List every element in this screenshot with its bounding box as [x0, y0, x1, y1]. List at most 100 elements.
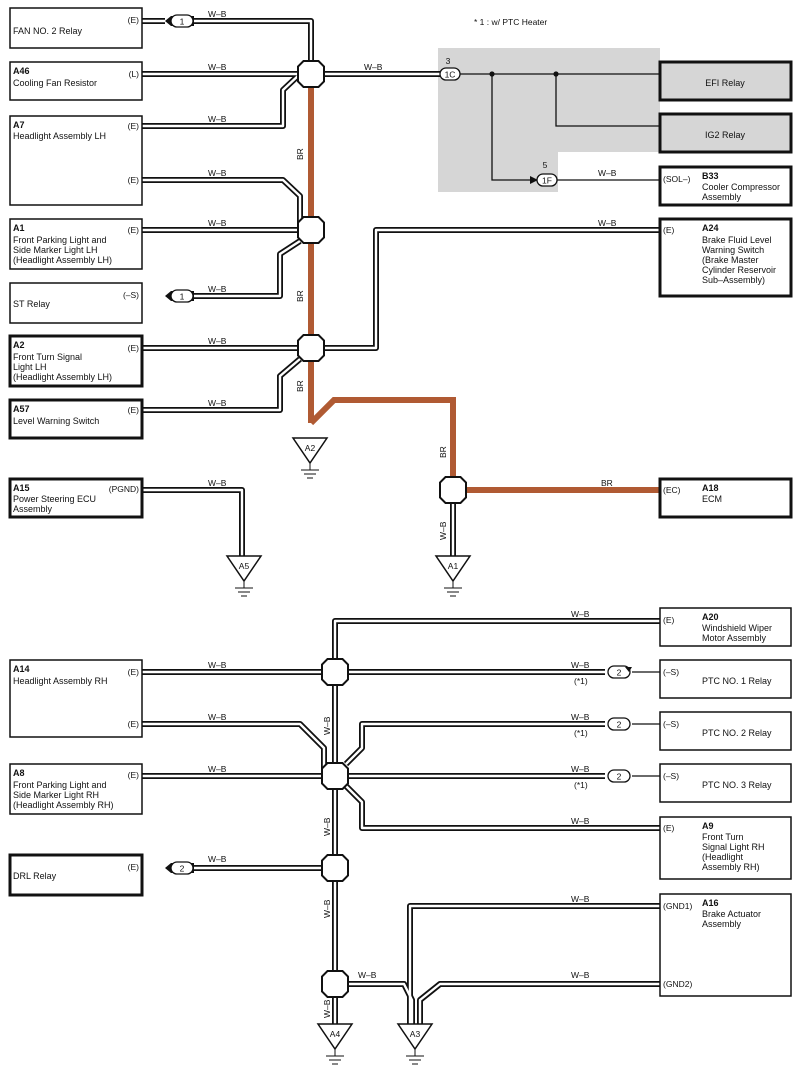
component-a20: (E) A20 Windshield Wiper Motor Assembly: [659, 607, 792, 647]
component-ptc2-relay: (–S) PTC NO. 2 Relay: [659, 711, 792, 751]
svg-text:Cooler Compressor: Cooler Compressor: [702, 182, 780, 192]
svg-text:PTC NO. 2 Relay: PTC NO. 2 Relay: [702, 728, 772, 738]
svg-text:Front Turn: Front Turn: [702, 832, 744, 842]
component-ptc1-relay: (–S) PTC NO. 1 Relay: [659, 659, 792, 699]
svg-text:Headlight Assembly LH: Headlight Assembly LH: [13, 131, 106, 141]
svg-text:(E): (E): [663, 225, 675, 235]
component-st-relay: ST Relay (–S): [9, 282, 143, 324]
svg-text:W–B: W–B: [208, 764, 227, 774]
svg-text:A2: A2: [13, 340, 25, 350]
svg-text:BR: BR: [295, 290, 305, 302]
svg-text:A18: A18: [702, 483, 719, 493]
svg-text:(PGND): (PGND): [109, 484, 139, 494]
svg-text:W–B: W–B: [208, 114, 227, 124]
svg-text:(E): (E): [128, 719, 140, 729]
svg-text:Motor Assembly: Motor Assembly: [702, 633, 767, 643]
splice-dot: [553, 71, 559, 77]
svg-text:Assembly: Assembly: [13, 504, 53, 514]
junction-node: [297, 60, 325, 88]
svg-text:BR: BR: [601, 478, 613, 488]
svg-text:1: 1: [180, 292, 185, 302]
wire-labels: W–B W–B W–B W–B W–B W–B W–B W–B W–B W–B …: [208, 9, 617, 1018]
svg-text:2: 2: [617, 720, 622, 730]
svg-text:(E): (E): [663, 615, 675, 625]
svg-text:W–B: W–B: [571, 894, 590, 904]
svg-text:(Headlight Assembly RH): (Headlight Assembly RH): [13, 800, 114, 810]
svg-text:(Headlight Assembly LH): (Headlight Assembly LH): [13, 255, 112, 265]
relay-block-shade: [438, 48, 660, 192]
svg-text:(L): (L): [129, 69, 140, 79]
svg-text:EFI Relay: EFI Relay: [705, 78, 745, 88]
svg-text:A3: A3: [410, 1029, 421, 1039]
svg-text:Front Turn Signal: Front Turn Signal: [13, 352, 82, 362]
svg-text:W–B: W–B: [571, 970, 590, 980]
svg-text:W–B: W–B: [322, 999, 332, 1018]
svg-text:Assembly: Assembly: [702, 919, 742, 929]
component-a9: (E) A9 Front Turn Signal Light RH (Headl…: [659, 816, 792, 880]
svg-text:W–B: W–B: [571, 764, 590, 774]
svg-text:W–B: W–B: [438, 521, 448, 540]
svg-text:Light LH: Light LH: [13, 362, 47, 372]
svg-text:2: 2: [617, 668, 622, 678]
svg-text:A2: A2: [305, 443, 316, 453]
svg-text:PTC NO. 3 Relay: PTC NO. 3 Relay: [702, 780, 772, 790]
svg-text:1C: 1C: [445, 70, 456, 80]
ptc-leads: [632, 671, 660, 777]
svg-text:Sub–Assembly): Sub–Assembly): [702, 275, 765, 285]
svg-text:B33: B33: [702, 171, 719, 181]
svg-text:(*1): (*1): [574, 728, 588, 738]
ground-a1: A1: [434, 555, 472, 597]
component-a14: A14 Headlight Assembly RH (E) (E): [9, 659, 143, 738]
svg-text:W–B: W–B: [322, 899, 332, 918]
svg-text:W–B: W–B: [208, 62, 227, 72]
svg-text:ECM: ECM: [702, 494, 722, 504]
svg-text:2: 2: [617, 772, 622, 782]
svg-text:A4: A4: [330, 1029, 341, 1039]
component-a2: A2 Front Turn Signal Light LH (Headlight…: [8, 334, 144, 388]
svg-text:A15: A15: [13, 483, 30, 493]
svg-text:A24: A24: [702, 223, 719, 233]
component-a7: A7 Headlight Assembly LH (E) (E): [9, 115, 143, 206]
svg-text:Cooling Fan Resistor: Cooling Fan Resistor: [13, 78, 97, 88]
svg-text:IG2 Relay: IG2 Relay: [705, 130, 746, 140]
junction-node: [297, 216, 325, 244]
svg-text:Warning Switch: Warning Switch: [702, 245, 764, 255]
svg-text:W–B: W–B: [322, 716, 332, 735]
svg-text:W–B: W–B: [358, 970, 377, 980]
svg-text:A46: A46: [13, 66, 30, 76]
svg-text:W–B: W–B: [571, 609, 590, 619]
component-a24: (E) A24 Brake Fluid Level Warning Switch…: [658, 217, 793, 298]
svg-text:PTC NO. 1 Relay: PTC NO. 1 Relay: [702, 676, 772, 686]
svg-text:(*1): (*1): [574, 676, 588, 686]
component-a16: (GND1) (GND2) A16 Brake Actuator Assembl…: [659, 893, 792, 997]
component-a1: A1 Front Parking Light and Side Marker L…: [9, 218, 143, 270]
svg-text:W–B: W–B: [322, 817, 332, 836]
svg-text:W–B: W–B: [208, 284, 227, 294]
connector-2-ptc2: 2: [607, 717, 631, 731]
ground-a2: A2: [291, 437, 329, 479]
svg-text:FAN NO. 2 Relay: FAN NO. 2 Relay: [13, 26, 83, 36]
connector-1c: 1C 3: [439, 56, 461, 81]
svg-text:(E): (E): [128, 862, 140, 872]
svg-text:(Headlight: (Headlight: [702, 852, 744, 862]
svg-text:Assembly: Assembly: [702, 192, 742, 202]
svg-text:(E): (E): [128, 405, 140, 415]
connector-2-ptc1: 2: [607, 665, 632, 679]
ground-a3: A3: [396, 1023, 434, 1065]
svg-text:A1: A1: [13, 223, 25, 233]
svg-text:1F: 1F: [542, 176, 552, 186]
svg-text:W–B: W–B: [364, 62, 383, 72]
svg-text:(GND1): (GND1): [663, 901, 692, 911]
svg-text:BR: BR: [295, 380, 305, 392]
svg-text:(–S): (–S): [663, 667, 679, 677]
connector-1-st: 1: [165, 289, 194, 303]
svg-text:2: 2: [180, 864, 185, 874]
ground-a4: A4: [316, 1023, 354, 1065]
svg-text:A9: A9: [702, 821, 714, 831]
svg-text:Signal Light RH: Signal Light RH: [702, 842, 765, 852]
ptc-note-marks: (*1) (*1) (*1): [574, 676, 588, 790]
svg-text:3: 3: [446, 56, 451, 66]
svg-text:A5: A5: [239, 561, 250, 571]
svg-text:W–B: W–B: [598, 218, 617, 228]
